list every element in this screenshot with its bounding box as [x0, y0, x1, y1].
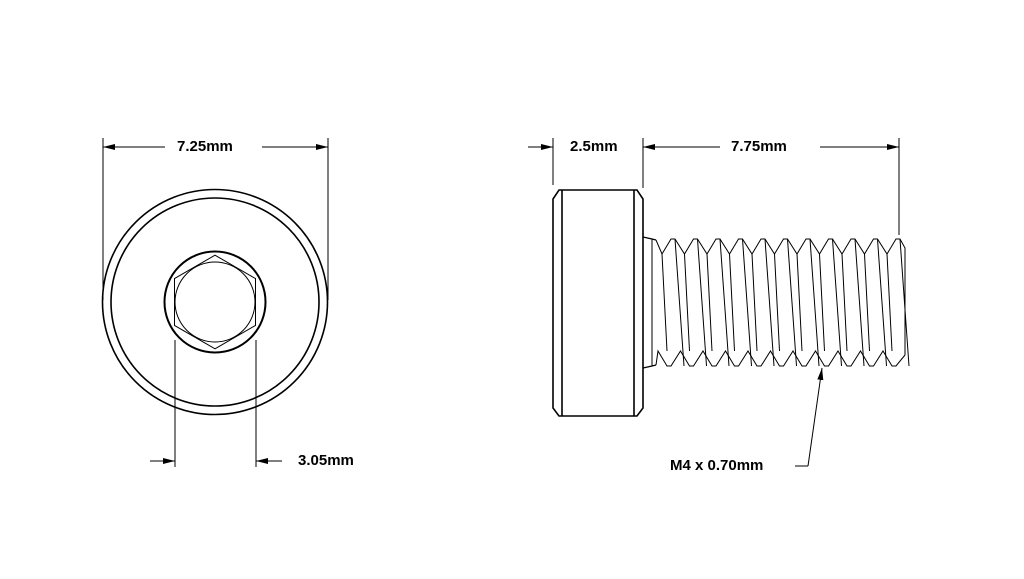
socket-circle	[163, 250, 267, 354]
side-view	[552, 189, 910, 417]
thread-spec-label: M4 x 0.70mm	[670, 457, 764, 475]
hex-inner-circle	[174, 261, 256, 343]
thread-bottom-profile	[655, 349, 906, 367]
hex-socket	[174, 254, 256, 350]
thread	[655, 238, 910, 367]
socket-size-label: 3.05mm	[298, 452, 354, 470]
head-profile	[552, 189, 644, 417]
thread-length-label: 7.75mm	[731, 138, 787, 156]
thread-top-profile	[655, 238, 906, 355]
end-view	[101, 188, 329, 416]
head-chamfer-circle	[110, 197, 320, 407]
dimension-lines	[102, 138, 900, 467]
head-diameter-label: 7.25mm	[177, 138, 233, 156]
head-outer-circle	[101, 188, 329, 416]
thread-helix-lines	[661, 238, 910, 367]
neck	[642, 236, 657, 369]
head-height-label: 2.5mm	[570, 138, 618, 156]
